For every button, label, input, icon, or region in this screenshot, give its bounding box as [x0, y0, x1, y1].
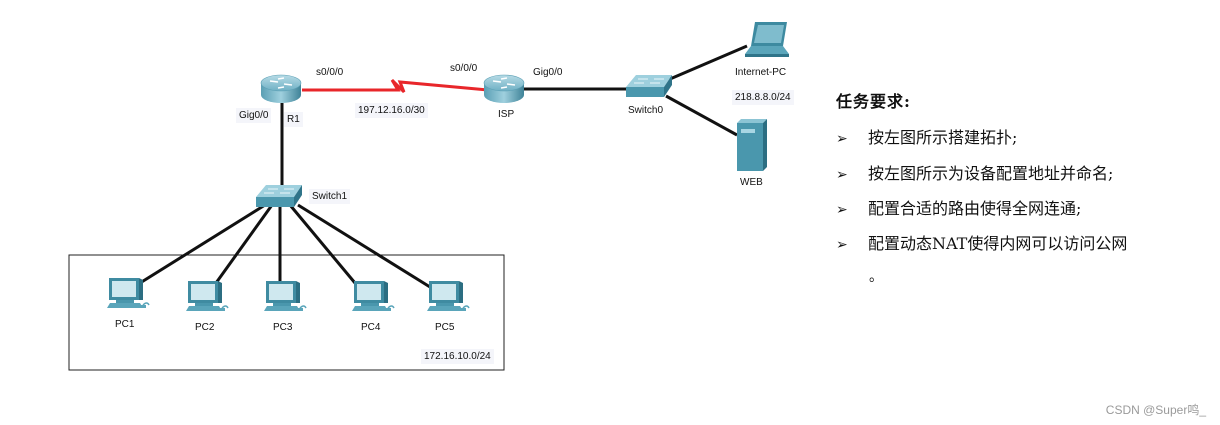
- link-switch1-pc2[interactable]: [214, 204, 274, 284]
- task-title: 任务要求:: [836, 92, 911, 111]
- r1-device-label: R1: [284, 112, 303, 127]
- server-web-icon[interactable]: [737, 119, 767, 171]
- pc-label: PC3: [273, 322, 293, 333]
- pc-label: PC1: [115, 319, 135, 330]
- watermark: CSDN @Super鸣_: [1105, 403, 1206, 417]
- link-switch1-pc1[interactable]: [139, 203, 266, 285]
- pc-icon[interactable]: [427, 281, 470, 311]
- r1-gig-interface-label: Gig0/0: [236, 108, 272, 123]
- task-requirements: 任务要求: ➢ 按左图所示搭建拓扑; ➢ 按左图所示为设备配置地址并命名; ➢ 配置合…: [836, 88, 1127, 285]
- lan-boundary-box: [68, 254, 505, 371]
- router-isp-icon[interactable]: [483, 74, 525, 103]
- pc-icon[interactable]: [352, 281, 395, 311]
- pc-label: PC2: [195, 322, 215, 333]
- task-item: ➢ 按左图所示搭建拓扑;: [836, 124, 1017, 148]
- laptop-internet-pc-icon[interactable]: [745, 22, 789, 57]
- task-item: ➢ 按左图所示为设备配置地址并命名;: [836, 160, 1113, 184]
- task-item: ➢ 配置动态NAT使得内网可以访问公网: [836, 230, 1127, 254]
- pc-icon[interactable]: [186, 281, 229, 311]
- arrow-bullet-icon: ➢: [836, 167, 848, 183]
- link-switch0-internet-pc[interactable]: [669, 44, 748, 81]
- topology-diagram: [68, 22, 789, 371]
- arrow-bullet-icon: ➢: [836, 131, 848, 147]
- serial-link-r1-isp[interactable]: [302, 78, 489, 94]
- task-item-text: 按左图所示为设备配置地址并命名;: [868, 164, 1114, 183]
- r1-serial-interface-label: s0/0/0: [316, 67, 344, 78]
- link-switch1-pc4[interactable]: [288, 204, 357, 284]
- switch0-device-label: Switch0: [628, 105, 664, 116]
- task-item-text: 配置动态NAT使得内网可以访问公网: [868, 234, 1128, 253]
- isp-serial-interface-label: s0/0/0: [450, 63, 478, 74]
- link-switch1-pc5[interactable]: [297, 203, 431, 289]
- pc-label: PC4: [361, 322, 381, 333]
- wan-network-label: 197.12.16.0/30: [355, 103, 428, 118]
- task-item-text: 按左图所示搭建拓扑;: [868, 128, 1018, 147]
- router-r1-icon[interactable]: [260, 74, 302, 103]
- arrow-bullet-icon: ➢: [836, 202, 848, 218]
- switch1-device-label: Switch1: [309, 189, 351, 204]
- link-switch0-web[interactable]: [665, 94, 738, 137]
- lan-network-label: 172.16.10.0/24: [421, 349, 494, 364]
- task-item-text: 配置合适的路由使得全网连通;: [868, 199, 1082, 218]
- task-item: ➢ 配置合适的路由使得全网连通;: [836, 195, 1081, 219]
- pc-icon[interactable]: [264, 281, 307, 311]
- task-trailing-punctuation: 。: [869, 269, 883, 285]
- public-network-label: 218.8.8.0/24: [732, 90, 794, 105]
- pc-label: PC5: [435, 322, 455, 333]
- pc-icon[interactable]: [107, 278, 150, 308]
- links: [139, 44, 748, 289]
- web-device-label: WEB: [740, 177, 763, 188]
- isp-gig-interface-label: Gig0/0: [533, 67, 563, 78]
- isp-device-label: ISP: [498, 109, 515, 120]
- internet-pc-device-label: Internet-PC: [735, 67, 787, 78]
- switch0-icon[interactable]: [626, 75, 672, 97]
- arrow-bullet-icon: ➢: [836, 237, 848, 253]
- switch1-icon[interactable]: [256, 185, 302, 207]
